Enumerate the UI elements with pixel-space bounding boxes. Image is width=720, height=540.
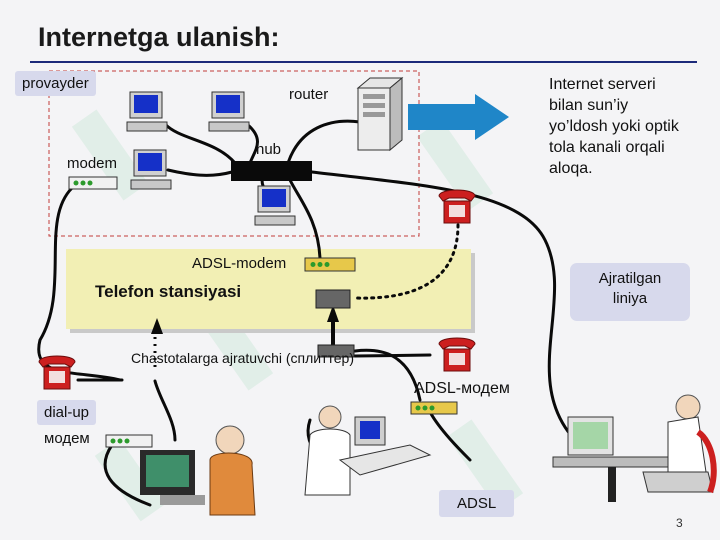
modem-label: modem: [67, 155, 118, 172]
leased-line-text-2: liniya: [612, 290, 648, 307]
page-number: 3: [676, 516, 683, 530]
computer-icon: [254, 185, 296, 226]
adsl-modem-top-label: ADSL-modem: [192, 255, 287, 272]
cable-hub-adsl: [288, 178, 322, 260]
satellite-note: Internet serveri bilan sun’iy yo’ldosh y…: [549, 74, 719, 179]
title-underline: [30, 61, 697, 63]
leased-line-text-1: Ajratilgan: [598, 270, 662, 287]
phone-icon: [438, 189, 476, 224]
adsl-modem-icon: [410, 401, 458, 415]
arrow-up-icon: [151, 305, 339, 350]
cable-adsl-user: [428, 410, 472, 462]
user-at-computer-icon: [304, 405, 432, 496]
modem-icon: [68, 176, 118, 190]
cable-hub-leased: [310, 170, 577, 442]
phone-icon: [438, 337, 476, 372]
cable-splitter-down: [153, 379, 177, 442]
note-line-3: yo’ldosh yoki optik: [549, 118, 679, 135]
router-label: router: [289, 86, 329, 103]
telephone-station-band: [66, 249, 471, 329]
note-line-4: tola kanali orqali: [549, 139, 665, 156]
hub-icon: [231, 161, 312, 181]
cable-hub-pc4: [166, 168, 234, 177]
provider-region: [48, 70, 420, 237]
cable-dialup-modem-pc: [103, 443, 152, 507]
cable-splitter-adsl: [353, 348, 422, 402]
splitter-icon: [317, 344, 355, 358]
watermark-logo: [71, 109, 524, 522]
adsl-tag: ADSL: [439, 490, 515, 517]
user-at-computer-icon: [140, 425, 256, 516]
leased-line-box: Ajratilgan liniya: [570, 263, 690, 321]
cables: [37, 119, 577, 507]
note-line-5: aloqa.: [549, 160, 593, 177]
cable-pc1-hub: [163, 122, 237, 165]
splitter-icon: [315, 289, 351, 309]
provider-tag: provayder: [15, 71, 96, 96]
dotted-line-phone: [354, 223, 460, 300]
computer-icon: [208, 91, 250, 132]
hub-label: hub: [256, 141, 282, 158]
adsl-modem-bottom-label: ADSL-модем: [414, 380, 510, 397]
dialup-modem-label: модем: [44, 430, 90, 447]
cable-phone-right-splitter: [353, 353, 432, 358]
telephone-station-label: Telefon stansiyasi: [95, 282, 242, 301]
computer-icon: [130, 149, 172, 190]
note-line-2: bilan sun’iy: [549, 97, 629, 114]
slide-title: Internetga ulanish:: [38, 22, 280, 52]
arrow-right-icon: [408, 94, 509, 140]
modem-icon: [105, 434, 153, 448]
user-at-computer-icon: [552, 394, 717, 502]
dialup-tag: dial-up: [37, 400, 97, 425]
splitter-label: Chastotalarga ajratuvchi (сплиттер): [131, 350, 354, 366]
cable-modem-dialup: [37, 186, 122, 382]
note-line-1: Internet serveri: [549, 76, 656, 93]
adsl-modem-icon: [304, 257, 356, 272]
cable-pc2-hub: [246, 123, 259, 165]
cable-router-hub: [286, 119, 362, 165]
server-icon: [356, 76, 404, 152]
phone-icon: [38, 355, 76, 390]
computer-icon: [126, 91, 168, 132]
